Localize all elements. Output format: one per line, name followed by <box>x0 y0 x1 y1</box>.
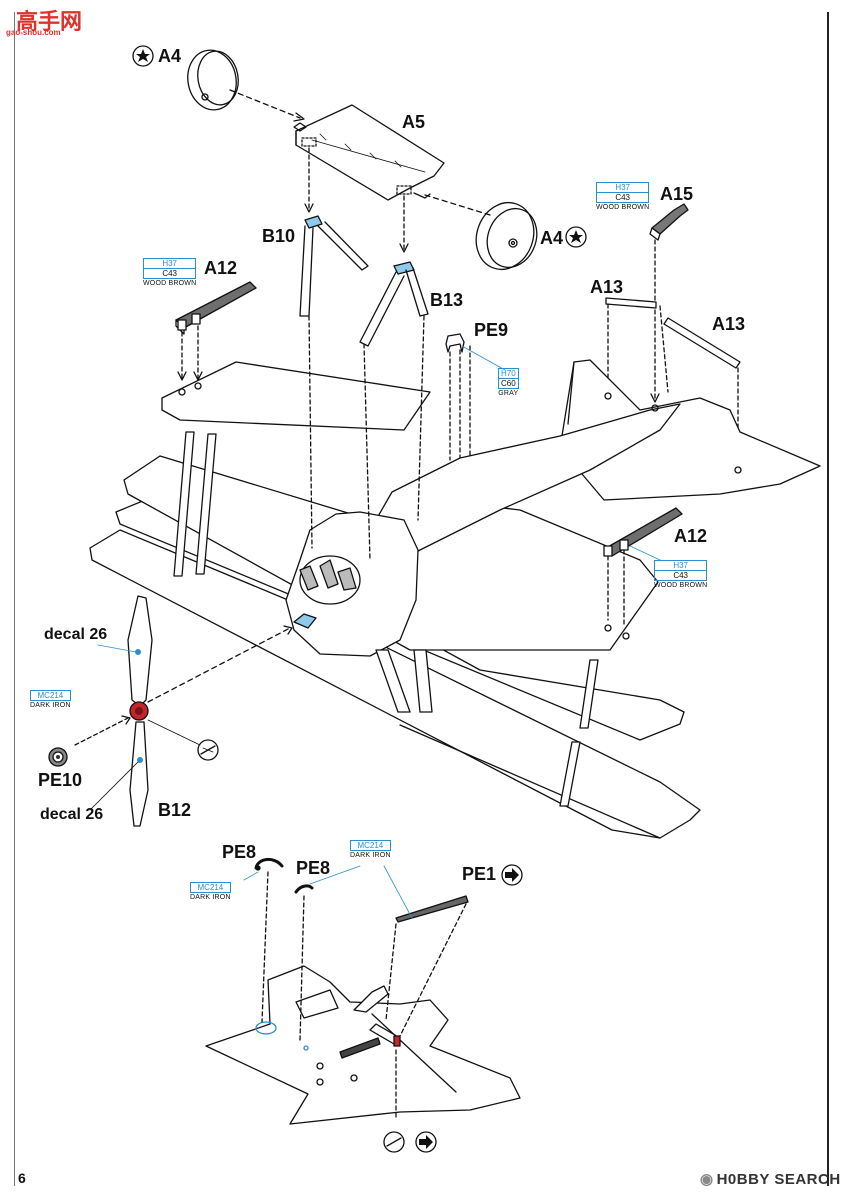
label-pe8-left: PE8 <box>222 842 257 862</box>
engine-shaft <box>293 613 317 629</box>
magnifier-icon: ◉ <box>700 1171 714 1188</box>
callout-a12-right: H37 C43 WOOD BROWN <box>654 560 708 590</box>
cut-icon-bottom <box>383 1131 405 1153</box>
fuselage <box>285 403 681 657</box>
label-a4-right: A4 <box>540 228 564 248</box>
callout-pe1: MC214 DARK IRON <box>350 840 391 860</box>
label-pe10: PE10 <box>38 770 83 790</box>
part-a15 <box>649 203 689 241</box>
callout-propeller: MC214 DARK IRON <box>30 690 71 710</box>
callout-pe9: H70 C60 GRAY <box>498 368 519 398</box>
wheel-top-left <box>187 49 239 111</box>
washer-pe10 <box>48 747 68 767</box>
propeller-b12 <box>127 595 153 827</box>
wheel-top-right <box>475 201 538 271</box>
paint-code-mc: MC214 <box>350 840 391 851</box>
paint-name: WOOD BROWN <box>596 204 650 211</box>
star-icon-top <box>132 45 154 67</box>
paint-name: DARK IRON <box>30 702 71 709</box>
watermark-brand: 高手网 <box>16 9 83 34</box>
part-pe1 <box>395 895 469 923</box>
label-pe1: PE1 <box>462 864 497 884</box>
part-pe8-mid <box>294 884 314 894</box>
callout-a15: H37 C43 WOOD BROWN <box>596 182 650 212</box>
label-a12-left: A12 <box>204 258 238 278</box>
footer-watermark: ◉H0BBY SEARCH <box>700 1170 841 1188</box>
label-b12: B12 <box>158 800 192 820</box>
paint-code-mc: MC214 <box>30 690 71 701</box>
label-a13-right: A13 <box>712 314 746 334</box>
strut-b13 <box>359 261 429 347</box>
paint-code-h: H37 <box>596 182 650 193</box>
label-b10: B10 <box>262 226 296 246</box>
paint-code-h: H70 <box>498 368 519 379</box>
tailplane <box>559 359 821 501</box>
paint-code-c: C43 <box>654 571 708 581</box>
page-border <box>14 12 829 1186</box>
paint-name: DARK IRON <box>190 894 231 901</box>
arrow-icon-pe1 <box>501 864 523 886</box>
part-pe9 <box>445 333 465 353</box>
label-b13: B13 <box>430 290 464 310</box>
footer-brand: H0BBY SEARCH <box>716 1171 841 1188</box>
tail-detail-assembly <box>205 965 521 1125</box>
strut-a12-left <box>175 281 257 335</box>
part-a13-right <box>663 317 741 369</box>
paint-name: DARK IRON <box>350 852 391 859</box>
label-a13-top: A13 <box>590 277 624 297</box>
paint-code-h: H37 <box>143 258 197 269</box>
label-a5: A5 <box>402 112 426 132</box>
label-a15: A15 <box>660 184 694 204</box>
part-pe8-left <box>254 858 284 871</box>
label-a12-right: A12 <box>674 526 708 546</box>
page-number: 6 <box>18 1170 26 1186</box>
mount-holes <box>178 382 742 640</box>
star-icon-right <box>565 226 587 248</box>
callout-a12-left: H37 C43 WOOD BROWN <box>143 258 197 288</box>
watermark-brand-sub: gao-shou.com <box>6 28 61 37</box>
paint-code-c: C60 <box>498 379 519 389</box>
label-a4-top: A4 <box>158 46 182 66</box>
strut-a12-right <box>603 507 683 557</box>
paint-code-c: C43 <box>143 269 197 279</box>
arrow-icon-bottom <box>415 1131 437 1153</box>
paint-name: GRAY <box>498 390 519 397</box>
label-decal-top: decal 26 <box>44 626 108 643</box>
paint-code-mc: MC214 <box>190 882 231 893</box>
part-a13-top <box>605 297 657 309</box>
paint-code-c: C43 <box>596 193 650 203</box>
wing-struts <box>173 431 599 807</box>
label-pe9: PE9 <box>474 320 509 340</box>
cut-icon-prop <box>197 739 219 761</box>
label-decal-bottom: decal 26 <box>40 806 104 823</box>
paint-name: WOOD BROWN <box>143 280 197 287</box>
paint-code-h: H37 <box>654 560 708 571</box>
strut-b10 <box>299 215 369 317</box>
axle-fairing-a5 <box>293 104 445 201</box>
label-pe8-mid: PE8 <box>296 858 331 878</box>
callout-pe8-left: MC214 DARK IRON <box>190 882 231 902</box>
paint-name: WOOD BROWN <box>654 582 708 589</box>
